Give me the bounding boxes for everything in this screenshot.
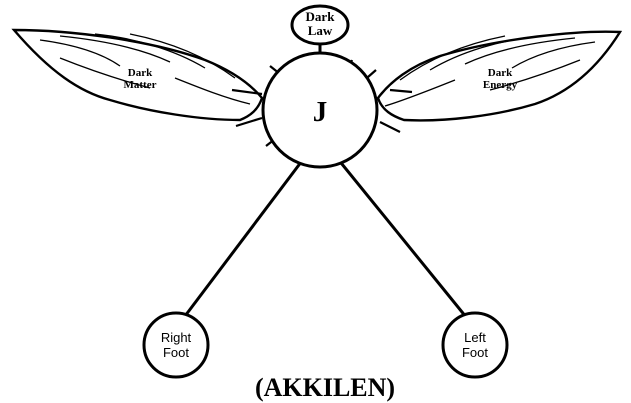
dark-matter-label-line2: Matter xyxy=(124,79,157,91)
dark-law-label-line1: Dark xyxy=(306,9,336,24)
left-foot-label-line1: Left xyxy=(464,330,486,345)
connector-to-right-foot xyxy=(176,137,320,328)
dark-law-node: Dark Law xyxy=(292,6,348,44)
diagram-caption: (AKKILEN) xyxy=(255,373,395,402)
right-foot-node: Right Foot xyxy=(144,313,208,377)
connector-to-left-foot xyxy=(320,137,475,328)
center-j-label: J xyxy=(313,96,328,128)
dark-energy-label-line1: Dark xyxy=(488,67,513,79)
center-j-node: J xyxy=(263,53,377,167)
left-foot-label-line2: Foot xyxy=(462,345,488,360)
dark-matter-label: Dark Matter xyxy=(124,67,157,91)
dark-matter-label-line1: Dark xyxy=(128,67,153,79)
dark-law-label-line2: Law xyxy=(308,23,333,38)
left-foot-node: Left Foot xyxy=(443,313,507,377)
right-foot-label-line1: Right xyxy=(161,330,192,345)
dark-energy-label-line2: Energy xyxy=(483,79,518,91)
right-foot-label-line2: Foot xyxy=(163,345,189,360)
